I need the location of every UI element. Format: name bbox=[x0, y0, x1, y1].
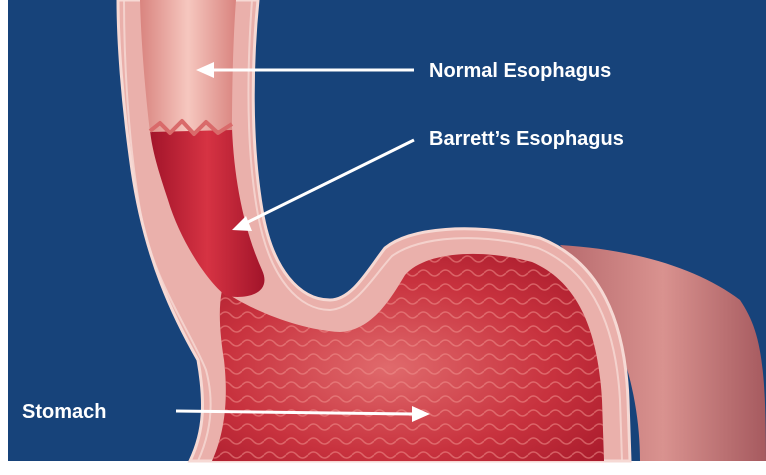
stomach-label: Stomach bbox=[22, 402, 106, 422]
normal-mucosa bbox=[140, 0, 236, 132]
barretts-esophagus-label: Barrett’s Esophagus bbox=[429, 129, 624, 149]
normal-esophagus-label: Normal Esophagus bbox=[429, 61, 611, 81]
